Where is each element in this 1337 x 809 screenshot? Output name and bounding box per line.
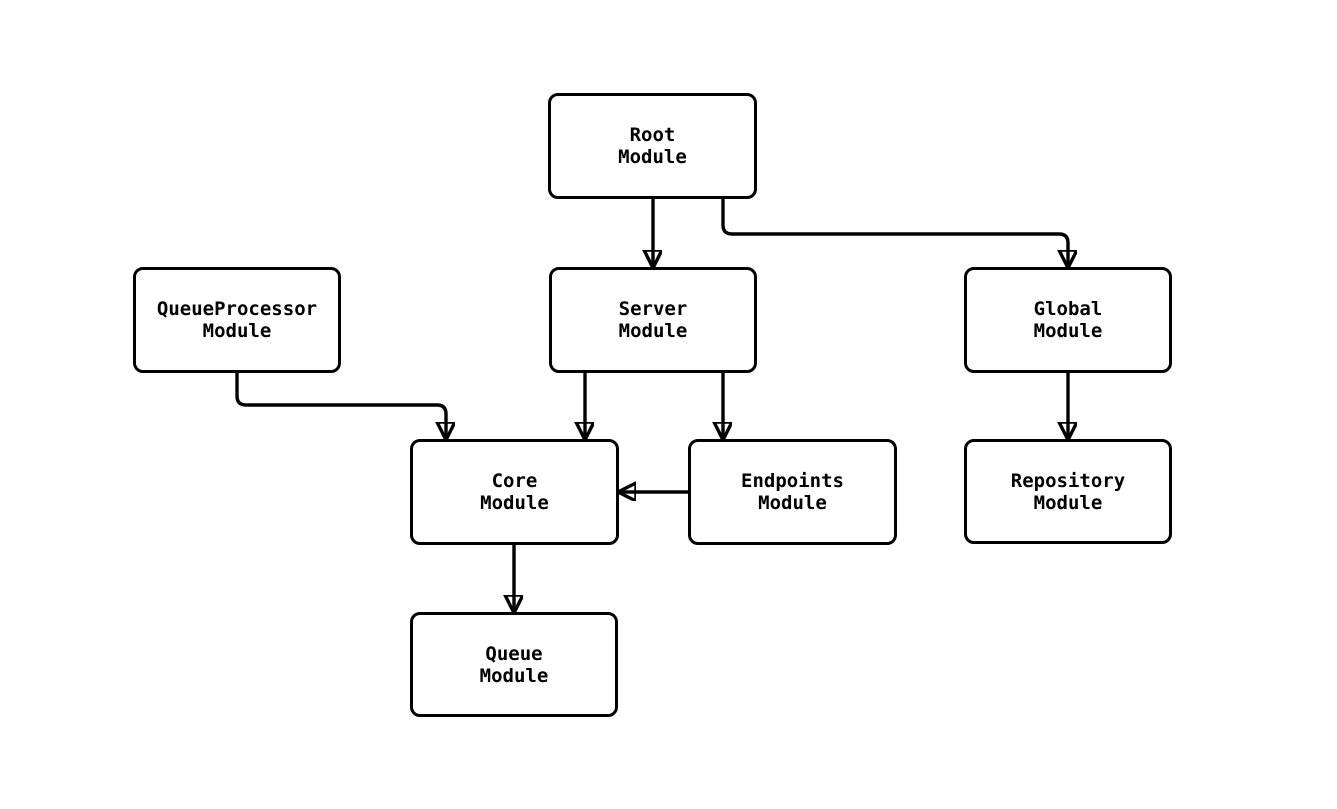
node-server-module: Server Module xyxy=(549,267,757,373)
edge-root-to-global xyxy=(721,199,1068,267)
node-queue-module: Queue Module xyxy=(410,612,618,717)
node-repository-module: Repository Module xyxy=(964,439,1172,544)
node-endpoints-module: Endpoints Module xyxy=(688,439,897,545)
node-core-module: Core Module xyxy=(410,439,619,545)
node-global-module: Global Module xyxy=(964,267,1172,373)
node-root-module: Root Module xyxy=(548,93,757,199)
node-queueprocessor-module: QueueProcessor Module xyxy=(133,267,341,373)
edge-queueprocessor-to-core xyxy=(235,373,446,439)
